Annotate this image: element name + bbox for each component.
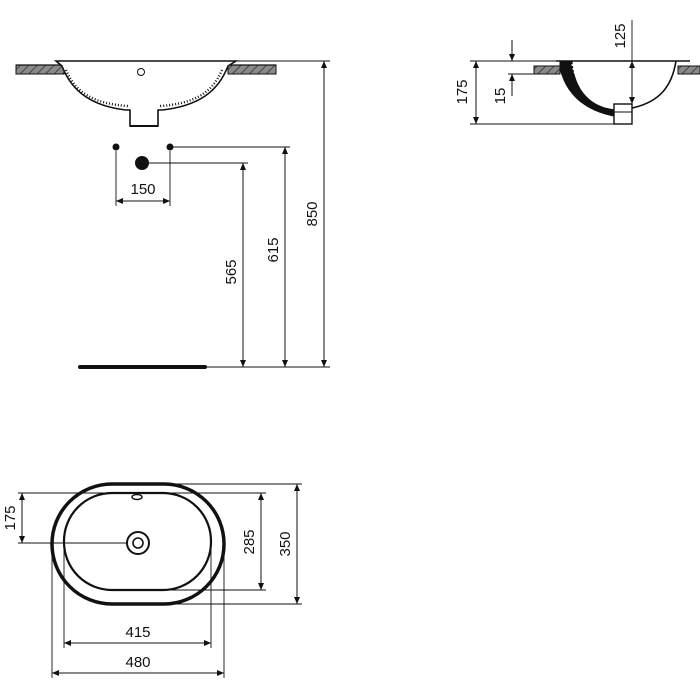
side-countertop-left <box>533 65 561 75</box>
overflow-hole-icon <box>137 68 145 76</box>
plan-overflow-icon <box>131 493 143 501</box>
dim-plan-waste-offset: 175 <box>2 505 19 530</box>
plan-view: 175 285 350 415 480 <box>2 482 302 678</box>
side-section-view: 175 15 125 <box>454 20 700 125</box>
dim-plan-overall-depth: 350 <box>277 531 294 556</box>
dim-side-rim: 15 <box>492 88 509 105</box>
side-basin-inner <box>571 63 619 107</box>
dim-side-depth: 175 <box>454 79 471 104</box>
dim-plan-overall-width: 480 <box>125 654 150 671</box>
countertop-right <box>227 64 277 75</box>
dim-supply-height: 615 <box>265 237 282 262</box>
dim-rim-height: 850 <box>304 201 321 226</box>
waste-outlet-icon <box>135 156 149 170</box>
plan-waste-inner-icon <box>132 537 144 549</box>
supply-point-left-icon <box>112 143 120 151</box>
front-basin-bowl <box>53 60 239 127</box>
side-waste-stub <box>613 103 633 125</box>
dim-supply-spacing: 150 <box>130 181 155 198</box>
dim-side-offset: 125 <box>612 23 629 48</box>
countertop-left <box>15 64 65 75</box>
dim-plan-bowl-width: 415 <box>125 624 150 641</box>
front-elevation-view: 150 565 615 850 <box>15 60 330 369</box>
dim-plan-bowl-depth: 285 <box>241 529 258 554</box>
dim-waste-height: 565 <box>223 259 240 284</box>
side-countertop-right <box>677 65 700 75</box>
